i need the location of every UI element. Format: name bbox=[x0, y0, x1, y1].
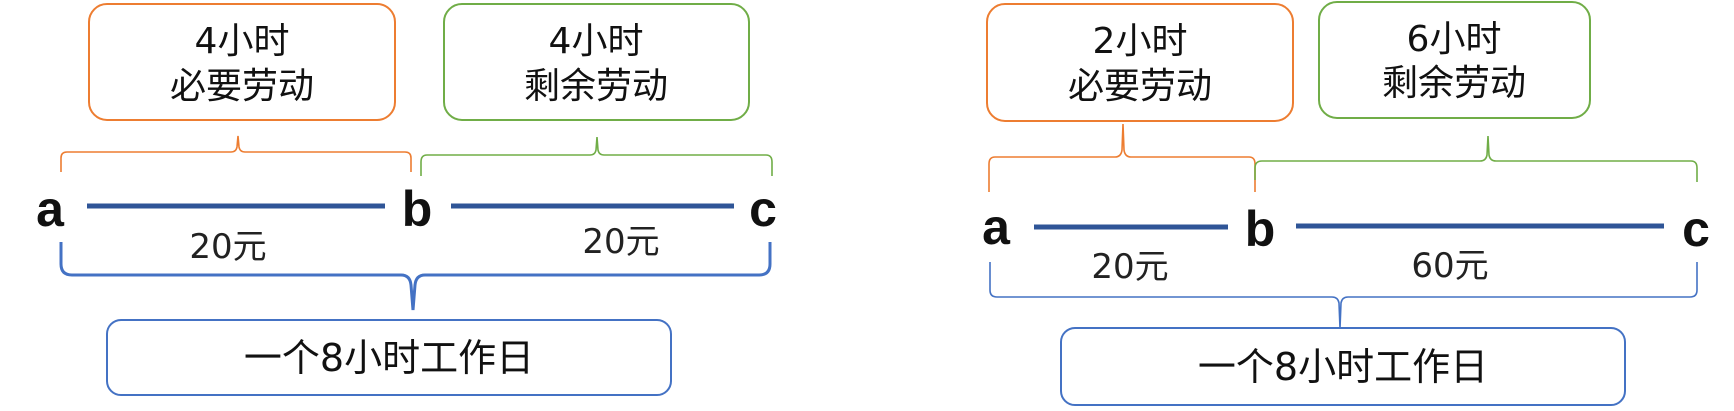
surplus-label: 剩余劳动 bbox=[524, 66, 668, 107]
surplus-labor-box: 4小时 剩余劳动 bbox=[443, 3, 750, 121]
point-a: a bbox=[36, 181, 65, 237]
value-ab: 20元 bbox=[189, 227, 266, 267]
necessary-brace bbox=[60, 135, 412, 172]
surplus-brace bbox=[420, 136, 773, 176]
necessary-labor-box: 4小时 必要劳动 bbox=[88, 3, 396, 121]
necessary-labor-box: 2小时 必要劳动 bbox=[986, 3, 1294, 122]
value-bc: 20元 bbox=[582, 222, 659, 262]
point-b: b bbox=[1245, 201, 1276, 257]
value-bc: 60元 bbox=[1411, 246, 1488, 286]
workday-brace bbox=[59, 242, 772, 311]
point-c: c bbox=[1682, 201, 1710, 257]
workday-label: 一个8小时工作日 bbox=[1198, 345, 1488, 389]
necessary-hours: 4小时 bbox=[195, 21, 290, 62]
diagram-1: 4小时 必要劳动 4小时 剩余劳动 a b c 20元 20元 一个8小时工作日 bbox=[36, 3, 777, 396]
necessary-hours: 2小时 bbox=[1093, 21, 1188, 62]
necessary-label: 必要劳动 bbox=[1068, 66, 1212, 107]
surplus-brace bbox=[1254, 135, 1698, 182]
necessary-label: 必要劳动 bbox=[170, 66, 314, 107]
workday-box: 一个8小时工作日 bbox=[1060, 327, 1626, 406]
necessary-brace bbox=[988, 123, 1256, 192]
point-a: a bbox=[982, 199, 1011, 255]
point-c: c bbox=[749, 181, 777, 237]
surplus-hours: 6小时 bbox=[1407, 19, 1502, 60]
surplus-hours: 4小时 bbox=[549, 21, 644, 62]
point-b: b bbox=[402, 181, 433, 237]
workday-label: 一个8小时工作日 bbox=[244, 336, 534, 380]
workday-box: 一个8小时工作日 bbox=[106, 319, 672, 396]
value-ab: 20元 bbox=[1091, 247, 1168, 287]
diagram-2: 2小时 必要劳动 6小时 剩余劳动 a b c 20元 60元 一个8小时工作日 bbox=[982, 1, 1710, 406]
surplus-label: 剩余劳动 bbox=[1382, 63, 1526, 104]
surplus-labor-box: 6小时 剩余劳动 bbox=[1318, 1, 1591, 119]
